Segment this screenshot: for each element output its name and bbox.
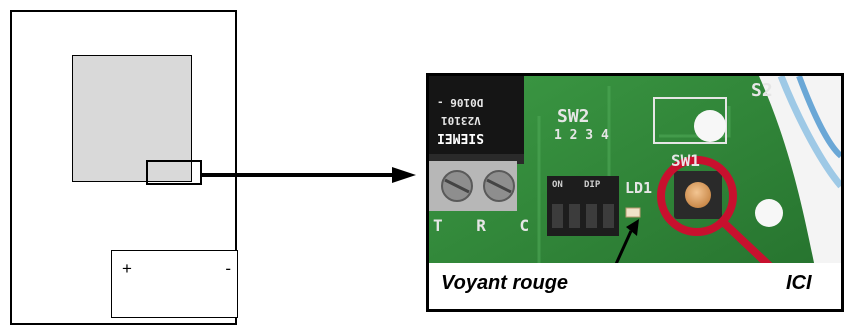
dip-dip-label: DIP bbox=[584, 180, 601, 190]
photo-caption-strip bbox=[429, 263, 841, 309]
s2-label: S2 bbox=[751, 80, 773, 101]
ld1-label: LD1 bbox=[625, 179, 653, 197]
sw2-numbers: 1 2 3 4 bbox=[554, 128, 609, 143]
device-outline bbox=[10, 10, 237, 325]
chip-line-3: SIEMEI bbox=[437, 130, 484, 145]
chip-line-1: D0106 - bbox=[437, 96, 484, 109]
dip-on-label: ON bbox=[552, 180, 563, 190]
pcb-photo: D0106 - V23101 SIEMEI SW2 1 2 3 4 ON DIP… bbox=[426, 73, 844, 312]
sw2-label: SW2 bbox=[557, 106, 590, 127]
battery-compartment: + - bbox=[111, 250, 238, 318]
battery-minus-label: - bbox=[225, 259, 231, 278]
terminal-labels: T R C bbox=[433, 216, 542, 235]
battery-plus-label: + bbox=[122, 259, 132, 278]
button-callout-label: ICI bbox=[786, 272, 812, 294]
led-callout-label: Voyant rouge bbox=[441, 272, 569, 294]
sw1-label: SW1 bbox=[671, 151, 700, 170]
zoom-region-box bbox=[146, 160, 202, 185]
chip-line-2: V23101 bbox=[441, 114, 481, 127]
